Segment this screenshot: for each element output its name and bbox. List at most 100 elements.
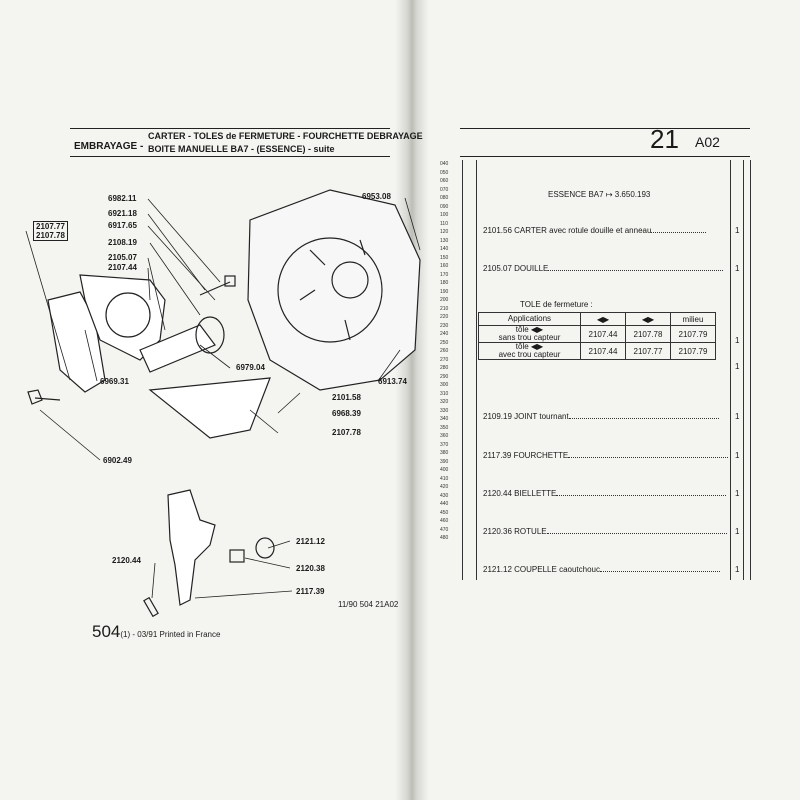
ruler-tick: 390 xyxy=(440,458,449,465)
ruler-tick: 260 xyxy=(440,348,449,354)
ruler-tick: 140 xyxy=(440,246,449,252)
book-spine xyxy=(395,0,429,800)
bolt-head-2 xyxy=(27,389,43,405)
callout-6968-39: 6968.39 xyxy=(332,409,361,418)
page-title-line1: CARTER - TOLES de FERMETURE - FOURCHETTE… xyxy=(148,131,423,141)
coupelle-part xyxy=(255,537,275,559)
part-desc: DOUILLE xyxy=(514,264,549,273)
table-row: tôle ◀▶sans trou capteur 2107.44 2107.78… xyxy=(478,325,716,343)
callout-6979-04: 6979.04 xyxy=(236,363,265,372)
callout-2108-19: 2108.19 xyxy=(108,238,137,247)
ruler-tick: 110 xyxy=(440,220,448,227)
leader-dots xyxy=(556,489,727,496)
bellhousing xyxy=(247,189,421,391)
release-fork xyxy=(167,489,216,606)
callout-box-2107: 2107.77 2107.78 xyxy=(33,221,68,241)
arrow-right-icon: ↦ xyxy=(605,190,613,199)
column-divider-2 xyxy=(730,160,731,580)
callout-2120-38: 2120.38 xyxy=(296,564,325,573)
part-ref: 2120.44 xyxy=(483,489,512,498)
ruler-tick: 370 xyxy=(440,441,449,448)
callout-2117-39: 2117.39 xyxy=(296,587,325,596)
ruler-tick: 230 xyxy=(440,322,449,329)
callout-2121-12: 2121.12 xyxy=(296,537,325,546)
table-qty-2: 1 xyxy=(735,362,740,371)
part-row: 2121.12 COUPELLE caoutchouc 1 xyxy=(483,565,739,574)
ruler-tick: 040 xyxy=(440,161,449,167)
ruler-tick: 120 xyxy=(440,229,449,235)
ruler-tick: 220 xyxy=(440,314,449,320)
printed-suffix: (1) - 03/91 Printed in France xyxy=(120,630,221,639)
col-left-arrow: ◀▶ xyxy=(580,312,626,326)
footer-code: 11/90 504 21A02 xyxy=(338,600,399,609)
part-ref: 2101.56 xyxy=(483,226,512,235)
part-desc: BIELLETTE xyxy=(514,489,557,498)
part-ref: 2120.36 xyxy=(483,527,512,536)
ruler-tick: 270 xyxy=(440,356,449,363)
part-qty: 1 xyxy=(735,412,740,421)
tole-heading: TOLE de fermeture : xyxy=(520,300,593,309)
callout-2107-77: 2107.77 xyxy=(36,222,65,231)
app-line1: tôle xyxy=(515,325,529,334)
part-row: 2120.36 ROTULE 1 xyxy=(483,527,739,536)
table-cell: 2107.44 xyxy=(580,325,626,343)
callout-6921-18: 6921.18 xyxy=(108,209,137,218)
double-arrow-icon: ◀▶ xyxy=(641,314,655,324)
ruler-tick: 240 xyxy=(440,331,449,337)
bellhousing-ring xyxy=(277,237,383,343)
ruler-tick: 440 xyxy=(440,501,449,507)
table-cell-app: tôle ◀▶sans trou capteur xyxy=(478,325,581,343)
ruler-tick: 080 xyxy=(440,195,449,201)
ruler-tick: 410 xyxy=(440,475,449,482)
column-divider-1 xyxy=(476,160,477,580)
col-milieu: milieu xyxy=(670,312,716,326)
callout-2107-78-cover: 2107.78 xyxy=(332,428,361,437)
column-divider-4 xyxy=(750,160,751,580)
callout-2105-07: 2105.07 xyxy=(108,253,137,262)
part-ref: 2121.12 xyxy=(483,565,512,574)
part-row: 2109.19 JOINT tournant 1 xyxy=(483,412,739,421)
double-arrow-icon: ◀▶ xyxy=(530,342,544,351)
part-row: 2105.07 DOUILLE 1 xyxy=(483,264,739,273)
app-line2: sans trou capteur xyxy=(498,333,561,342)
table-cell: 2107.77 xyxy=(625,342,671,360)
leader-dots xyxy=(568,451,729,458)
leader-dots xyxy=(651,226,707,233)
ruler-tick: 320 xyxy=(440,399,449,405)
part-ref: 2105.07 xyxy=(483,264,512,273)
part-desc: ROTULE xyxy=(514,527,547,536)
app-line1: tôle xyxy=(515,342,529,351)
callout-2107-78: 2107.78 xyxy=(36,231,65,240)
ruler-tick: 090 xyxy=(440,203,449,210)
ruler-tick: 400 xyxy=(440,467,449,473)
part-ref: 2117.39 xyxy=(483,451,512,460)
leader-dots xyxy=(599,565,720,572)
part-qty: 1 xyxy=(735,489,740,498)
column-divider-3 xyxy=(743,160,744,580)
part-ref: 2109.19 xyxy=(483,412,512,421)
double-arrow-icon: ◀▶ xyxy=(596,314,610,324)
callout-2120-44: 2120.44 xyxy=(112,556,141,565)
callout-2101-58: 2101.58 xyxy=(332,393,361,402)
double-arrow-icon: ◀▶ xyxy=(530,325,544,334)
seal-plate-hole xyxy=(105,292,151,338)
essence-line: ESSENCE BA7 ↦ 3.650.193 xyxy=(548,190,798,199)
part-desc: JOINT tournant xyxy=(514,412,569,421)
bellhousing-bore xyxy=(331,261,369,299)
leader-dots xyxy=(546,527,727,534)
table-cell: 2107.44 xyxy=(580,342,626,360)
ruler-tick: 380 xyxy=(440,450,449,456)
ruler-tick: 480 xyxy=(440,535,449,541)
table-header-row: Applications ◀▶ ◀▶ milieu xyxy=(478,312,716,326)
cover-plate xyxy=(148,377,271,439)
ruler-tick: 070 xyxy=(440,186,449,193)
table-cell: 2107.79 xyxy=(670,342,716,360)
header-rule-right-bottom xyxy=(460,156,750,157)
part-qty: 1 xyxy=(735,226,740,235)
app-line2: avec trou capteur xyxy=(498,350,561,359)
ruler-tick: 100 xyxy=(440,212,449,218)
callout-6969-31: 6969.31 xyxy=(100,377,129,386)
ruler-tick: 430 xyxy=(440,492,449,499)
part-desc: FOURCHETTE xyxy=(513,451,569,460)
